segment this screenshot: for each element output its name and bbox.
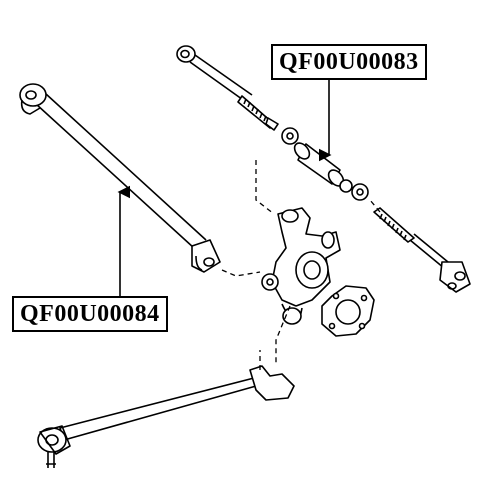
steering-knuckle xyxy=(261,207,341,325)
lower-lateral-arm xyxy=(19,83,221,273)
part-number-label-upper: QF00U00083 xyxy=(271,44,427,80)
hub-flange xyxy=(321,285,375,337)
upper-control-rod xyxy=(176,45,279,131)
part-number-label-lower: QF00U00084 xyxy=(12,296,168,332)
bushing-set xyxy=(281,127,369,201)
rear-control-rod xyxy=(373,207,471,293)
trailing-arm xyxy=(37,365,295,468)
assembly-guide-lines xyxy=(221,160,381,370)
